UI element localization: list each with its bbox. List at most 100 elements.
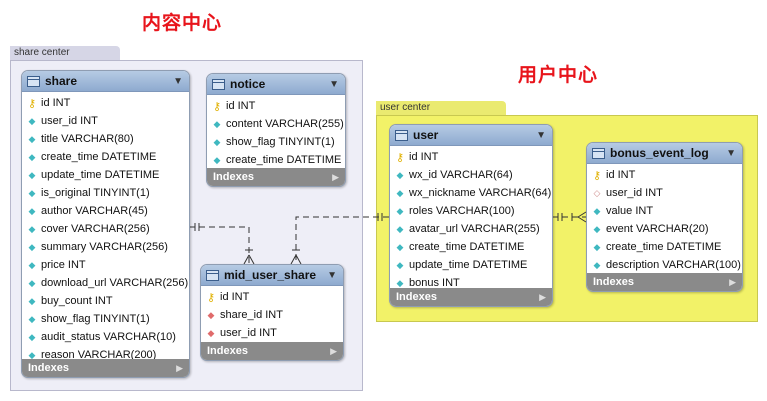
column-label: show_flag TINYINT(1)	[41, 313, 150, 325]
column-row[interactable]: ⚷id INT	[207, 97, 345, 115]
diamond-icon: ◆	[396, 187, 404, 198]
column-row[interactable]: ◆ price INT	[22, 256, 189, 274]
column-row[interactable]: ◆show_flag TINYINT(1)	[207, 133, 345, 151]
column-row[interactable]: ◆update_time DATETIME	[390, 256, 552, 274]
column-label: price INT	[41, 259, 86, 271]
notice-table-header[interactable]: notice ▼	[207, 74, 345, 95]
column-row[interactable]: ◆ content VARCHAR(255)	[207, 115, 345, 133]
notice-table[interactable]: notice ▼ ⚷id INT ◆ content VARCHAR(255) ◆sh…	[206, 73, 346, 187]
triangle-right-icon: ▶	[539, 291, 546, 302]
chevron-down-icon[interactable]: ▼	[327, 269, 337, 281]
column-label: content VARCHAR(255)	[226, 118, 344, 130]
column-row[interactable]: ◆ wx_nickname VARCHAR(64)	[390, 184, 552, 202]
column-label: is_original TINYINT(1)	[41, 187, 150, 199]
chevron-down-icon[interactable]: ▼	[536, 129, 546, 141]
user-indexes-footer[interactable]: Indexes ▶	[390, 288, 552, 306]
column-row[interactable]: ◆roles VARCHAR(100)	[390, 202, 552, 220]
table-name: mid_user_share	[224, 268, 317, 282]
column-row[interactable]: ◆show_flag TINYINT(1)	[22, 310, 189, 328]
diamond-icon: ◆	[28, 133, 36, 144]
column-label: id INT	[220, 291, 250, 303]
column-row[interactable]: ◆create_time DATETIME	[22, 148, 189, 166]
column-label: id INT	[41, 97, 71, 109]
table-icon	[212, 78, 225, 90]
indexes-label: Indexes	[207, 345, 248, 357]
mid-user-share-indexes-footer[interactable]: Indexes ▶	[201, 342, 343, 360]
notice-indexes-footer[interactable]: Indexes ▶	[207, 168, 345, 186]
triangle-right-icon: ▶	[330, 345, 337, 356]
key-icon: ⚷	[592, 169, 602, 182]
column-label: roles VARCHAR(100)	[409, 205, 515, 217]
column-label: wx_nickname VARCHAR(64)	[409, 187, 552, 199]
column-row[interactable]: ◆create_time DATETIME	[207, 151, 345, 169]
diamond-icon: ◆	[28, 187, 36, 198]
column-row[interactable]: ◆summary VARCHAR(256)	[22, 238, 189, 256]
column-row[interactable]: ⚷id INT	[587, 166, 742, 184]
column-label: author VARCHAR(45)	[41, 205, 148, 217]
column-row[interactable]: ◆buy_count INT	[22, 292, 189, 310]
column-row[interactable]: ⚷id INT	[390, 148, 552, 166]
column-row[interactable]: ◆user_id INT	[201, 324, 343, 342]
diamond-icon: ◆	[213, 118, 221, 129]
hollow-red-diamond-icon: ◇	[593, 187, 601, 198]
chevron-down-icon[interactable]: ▼	[726, 147, 736, 159]
diamond-icon: ◆	[28, 295, 36, 306]
mid-user-share-table-header[interactable]: mid_user_share ▼	[201, 265, 343, 286]
diamond-icon: ◆	[28, 223, 36, 234]
share-table[interactable]: share ▼ ⚷id INT◆user_id INT◆title VARCHA…	[21, 70, 190, 378]
column-row[interactable]: ◆share_id INT	[201, 306, 343, 324]
table-name: notice	[230, 77, 266, 91]
user-table[interactable]: user ▼ ⚷id INT◆wx_id VARCHAR(64) ◆ wx_nick…	[389, 124, 553, 307]
user-table-header[interactable]: user ▼	[390, 125, 552, 146]
triangle-right-icon: ▶	[729, 276, 736, 287]
bonus-event-log-table[interactable]: bonus_event_log ▼ ⚷id INT◇user_id INT◆va…	[586, 142, 743, 292]
indexes-label: Indexes	[396, 291, 437, 303]
column-row[interactable]: ◆ cover VARCHAR(256)	[22, 220, 189, 238]
column-row[interactable]: ◆download_url VARCHAR(256)	[22, 274, 189, 292]
share-indexes-footer[interactable]: Indexes ▶	[22, 359, 189, 377]
column-label: reason VARCHAR(200)	[41, 349, 157, 361]
column-row[interactable]: ◇user_id INT	[587, 184, 742, 202]
column-row[interactable]: ◆ is_original TINYINT(1)	[22, 184, 189, 202]
key-icon: ⚷	[212, 100, 222, 113]
column-row[interactable]: ⚷id INT	[22, 94, 189, 112]
table-name: share	[45, 74, 78, 88]
column-row[interactable]: ◆wx_id VARCHAR(64)	[390, 166, 552, 184]
column-label: avatar_url VARCHAR(255)	[409, 223, 540, 235]
bonus-event-log-table-header[interactable]: bonus_event_log ▼	[587, 143, 742, 164]
column-row[interactable]: ◆update_time DATETIME	[22, 166, 189, 184]
column-label: cover VARCHAR(256)	[41, 223, 150, 235]
column-label: summary VARCHAR(256)	[41, 241, 168, 253]
column-row[interactable]: ◆event VARCHAR(20)	[587, 220, 742, 238]
column-row[interactable]: ◆title VARCHAR(80)	[22, 130, 189, 148]
triangle-right-icon: ▶	[176, 362, 183, 373]
column-row[interactable]: ◆ reason VARCHAR(200)	[22, 346, 189, 364]
column-row[interactable]: ◆value INT	[587, 202, 742, 220]
column-row[interactable]: ◆create_time DATETIME	[587, 238, 742, 256]
column-row[interactable]: ◆description VARCHAR(100)	[587, 256, 742, 274]
key-icon: ⚷	[206, 291, 216, 304]
share-center-label: share center	[10, 46, 120, 60]
diamond-icon: ◆	[28, 205, 36, 216]
column-label: wx_id VARCHAR(64)	[409, 169, 513, 181]
table-name: user	[413, 128, 439, 142]
column-row[interactable]: ◆ author VARCHAR(45)	[22, 202, 189, 220]
column-row[interactable]: ⚷ id INT	[201, 288, 343, 306]
diamond-icon: ◆	[28, 349, 36, 360]
share-table-header[interactable]: share ▼	[22, 71, 189, 92]
column-label: create_time DATETIME	[226, 154, 342, 166]
column-label: create_time DATETIME	[41, 151, 157, 163]
diamond-icon: ◆	[213, 136, 221, 147]
column-row[interactable]: ◆avatar_url VARCHAR(255)	[390, 220, 552, 238]
chevron-down-icon[interactable]: ▼	[329, 78, 339, 90]
diamond-icon: ◆	[28, 259, 36, 270]
bonus-event-log-indexes-footer[interactable]: Indexes ▶	[587, 273, 742, 291]
column-label: audit_status VARCHAR(10)	[41, 331, 176, 343]
chevron-down-icon[interactable]: ▼	[173, 75, 183, 87]
diamond-icon: ◆	[28, 331, 36, 342]
column-row[interactable]: ◆create_time DATETIME	[390, 238, 552, 256]
mid-user-share-table[interactable]: mid_user_share ▼ ⚷ id INT ◆share_id INT◆us…	[200, 264, 344, 361]
column-row[interactable]: ◆bonus INT	[390, 274, 552, 292]
column-row[interactable]: ◆ audit_status VARCHAR(10)	[22, 328, 189, 346]
column-row[interactable]: ◆user_id INT	[22, 112, 189, 130]
